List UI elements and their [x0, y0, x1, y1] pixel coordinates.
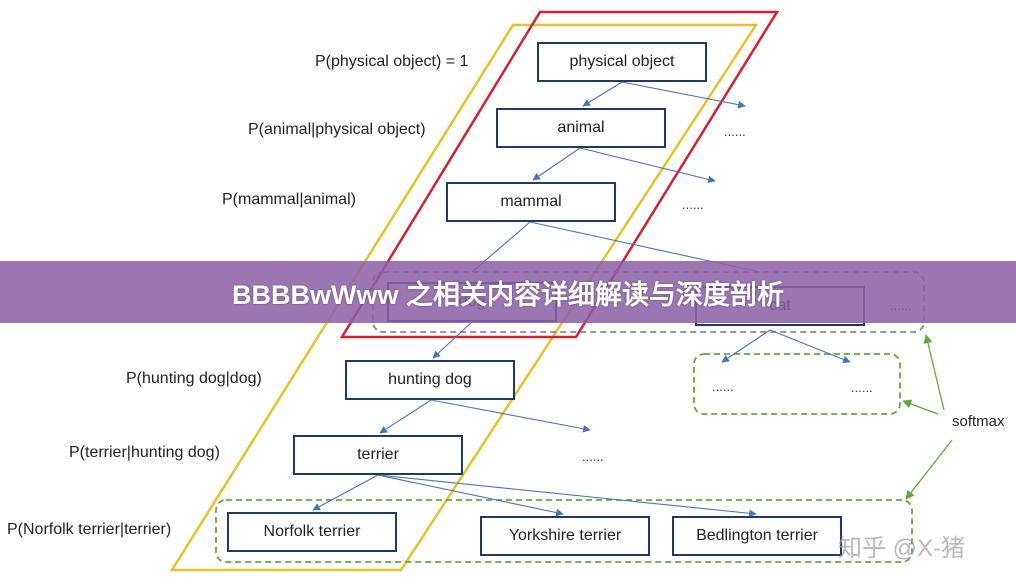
- softmax-arrow-gray-group: [923, 334, 945, 411]
- node-hunting-dog: hunting dog: [345, 360, 515, 400]
- label-p-animal: P(animal|physical object): [248, 121, 426, 138]
- green-dashed-group-cat-children: [693, 353, 901, 415]
- edge-dog-huntingdog: [432, 321, 473, 359]
- node-norfolk-terrier: Norfolk terrier: [227, 512, 397, 552]
- ellipsis-physical-other: ......: [724, 124, 746, 139]
- edge-animal-other: [579, 147, 716, 184]
- edge-terrier-yorkshire: [377, 474, 564, 517]
- node-bedlington-terrier: Bedlington terrier: [672, 516, 842, 556]
- node-animal: animal: [496, 108, 666, 148]
- edge-terrier-bedlington: [377, 474, 757, 518]
- node-terrier: terrier: [293, 435, 463, 475]
- ellipsis-cat-left: ......: [712, 379, 734, 394]
- edge-huntingdog-other: [430, 399, 591, 433]
- zhihu-watermark: 知乎 @X-猪: [838, 535, 966, 562]
- edge-terrier-norfolk: [312, 474, 379, 511]
- node-yorkshire-terrier: Yorkshire terrier: [480, 516, 650, 556]
- softmax-arrow-cat-children: [902, 399, 939, 415]
- label-p-terrier: P(terrier|hunting dog): [69, 444, 220, 461]
- red-path-region: [339, 10, 780, 339]
- edge-huntingdog-terrier: [379, 399, 432, 434]
- node-physical-object: physical object: [537, 42, 707, 82]
- edge-cat-left: [721, 329, 771, 363]
- ellipsis-animal-other: ......: [682, 197, 704, 212]
- ellipsis-huntingdog-other: ......: [582, 449, 604, 464]
- label-p-mammal: P(mammal|animal): [222, 191, 356, 208]
- label-p-hunting-dog: P(hunting dog|dog): [126, 370, 262, 387]
- title-banner: BBBBwWww 之相关内容详细解读与深度剖析: [0, 261, 1016, 323]
- softmax-label: softmax: [952, 413, 1005, 430]
- edge-animal-mammal: [532, 147, 581, 181]
- green-dashed-group-terrier-children: [215, 499, 913, 563]
- banner-title: BBBBwWww 之相关内容详细解读与深度剖析: [232, 279, 784, 310]
- edge-cat-right: [769, 329, 851, 364]
- node-mammal: mammal: [446, 182, 616, 222]
- label-p-physical-object: P(physical object) = 1: [315, 53, 469, 70]
- tree-edges: [312, 81, 851, 518]
- yellow-path-region: [169, 23, 759, 572]
- edge-physical-other: [621, 81, 746, 109]
- edge-physical-animal: [582, 81, 623, 107]
- softmax-arrow-terrier-children: [905, 439, 953, 500]
- label-p-norfolk: P(Norfolk terrier|terrier): [7, 521, 172, 538]
- ellipsis-cat-right: ......: [851, 380, 873, 395]
- softmax-arrows: [902, 334, 953, 500]
